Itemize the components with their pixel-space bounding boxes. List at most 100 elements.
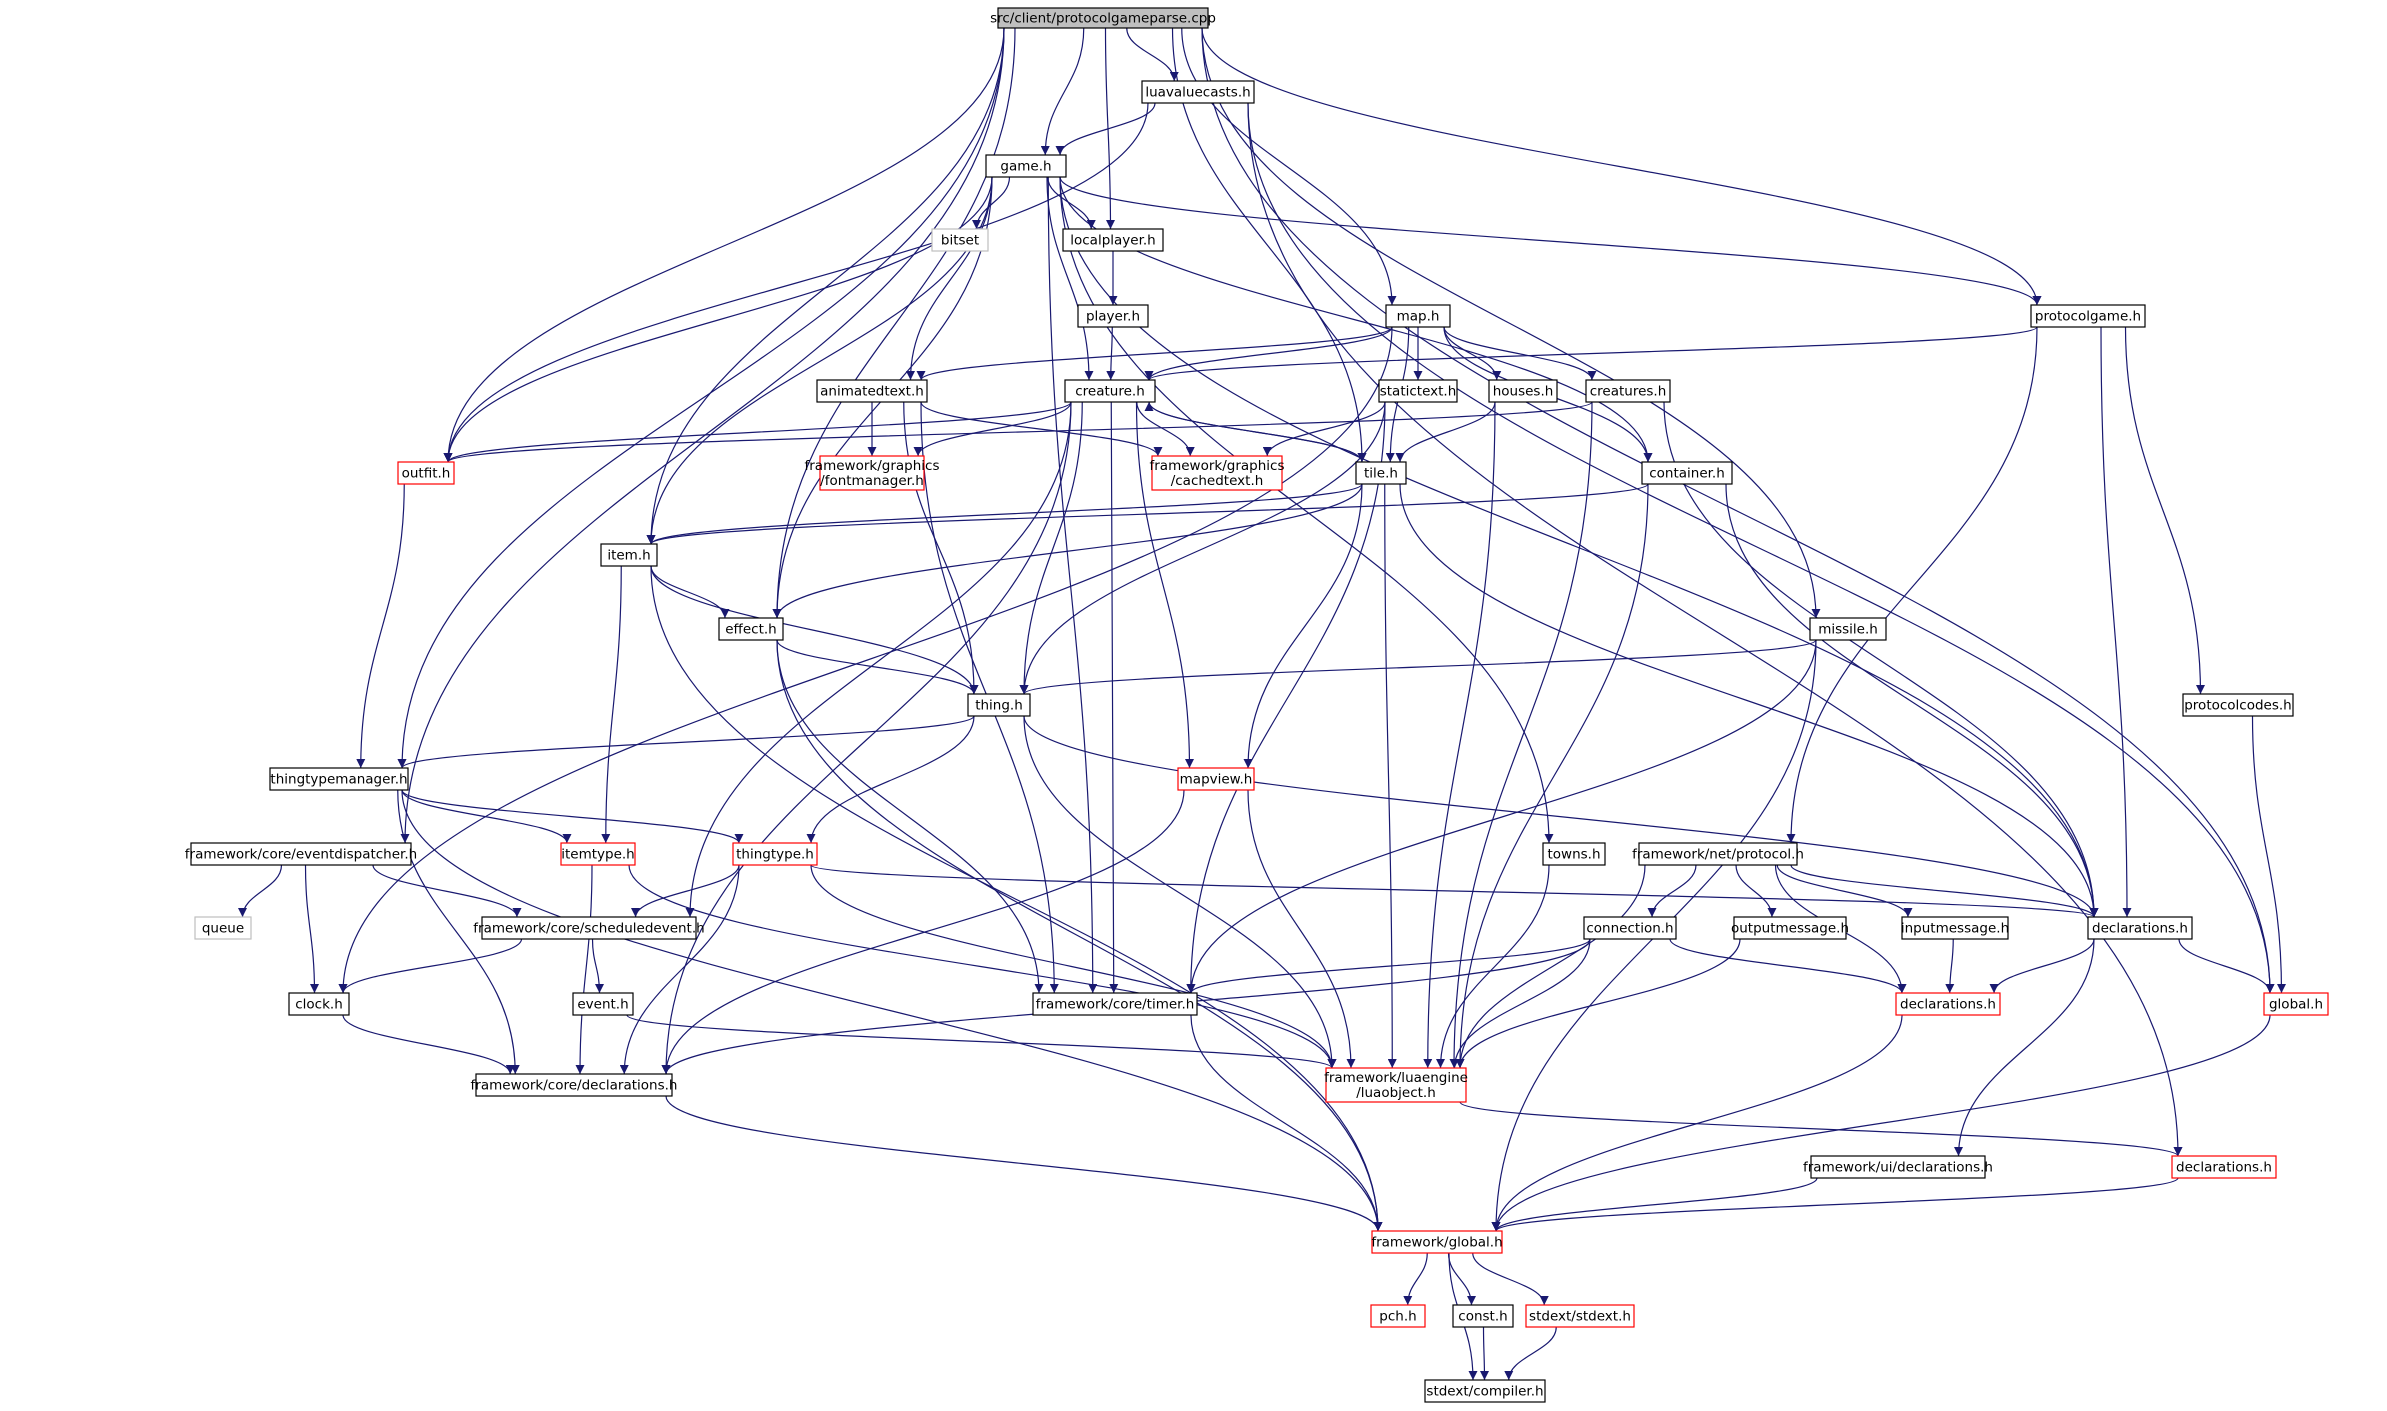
node-label-maph: map.h bbox=[1397, 309, 1440, 325]
node-stdext[interactable]: stdext/stdext.h bbox=[1525, 1304, 1635, 1328]
node-fontmanager[interactable]: framework/graphics/fontmanager.h bbox=[805, 455, 940, 491]
edge-root-to-item bbox=[646, 27, 1005, 545]
edge-luavaluecasts-to-outfit bbox=[443, 102, 1149, 463]
node-globalh[interactable]: global.h bbox=[2263, 992, 2329, 1016]
edge-thingtypemanager-to-itemtype bbox=[401, 789, 572, 844]
node-localplayer[interactable]: localplayer.h bbox=[1062, 228, 1164, 252]
node-connection[interactable]: connection.h bbox=[1583, 916, 1677, 940]
node-declarations[interactable]: declarations.h bbox=[2087, 916, 2193, 940]
node-mapview[interactable]: mapview.h bbox=[1177, 767, 1255, 791]
node-thingtypemanager[interactable]: thingtypemanager.h bbox=[269, 767, 409, 791]
node-box-container bbox=[1641, 461, 1733, 485]
node-box-luavaluecasts bbox=[1141, 80, 1255, 104]
edge-netprotocol-to-inputmessage bbox=[1776, 864, 1913, 918]
edge-item-to-fwglobal bbox=[650, 565, 1383, 1232]
edge-thingtypemanager-to-fwglobal bbox=[401, 789, 1383, 1232]
node-box-creature bbox=[1064, 379, 1156, 403]
node-label-effect: effect.h bbox=[725, 622, 776, 638]
node-timer[interactable]: framework/core/timer.h bbox=[1032, 992, 1198, 1016]
node-maph[interactable]: map.h bbox=[1385, 304, 1451, 328]
node-protocolgame[interactable]: protocolgame.h bbox=[2030, 304, 2146, 328]
node-thingtype[interactable]: thingtype.h bbox=[732, 842, 818, 866]
node-label-item: item.h bbox=[607, 548, 650, 564]
node-itemtype[interactable]: itemtype.h bbox=[560, 842, 636, 866]
edge-tile-to-luaobject bbox=[1384, 483, 1397, 1069]
node-label-eventh: event.h bbox=[577, 997, 628, 1013]
node-item[interactable]: item.h bbox=[600, 543, 658, 567]
node-cachedtext[interactable]: framework/graphics/cachedtext.h bbox=[1150, 455, 1285, 491]
node-container[interactable]: container.h bbox=[1641, 461, 1733, 485]
node-protocolcodes[interactable]: protocolcodes.h bbox=[2182, 693, 2294, 717]
node-bitset[interactable]: bitset bbox=[931, 228, 989, 252]
node-box-timer bbox=[1032, 992, 1198, 1016]
node-luaobject[interactable]: framework/luaengine/luaobject.h bbox=[1324, 1067, 1468, 1103]
edge-container-to-declarations bbox=[1725, 483, 2099, 918]
edge-thing-to-luaobject bbox=[1023, 715, 1337, 1069]
node-box-clock bbox=[288, 992, 350, 1016]
node-box-eventdispatcher bbox=[190, 842, 412, 866]
node-queue[interactable]: queue bbox=[194, 916, 252, 940]
node-netprotocol[interactable]: framework/net/protocol.h bbox=[1632, 842, 1804, 866]
edge-playerh-to-creature bbox=[1106, 326, 1116, 381]
edge-eventh-to-luaobject bbox=[626, 1014, 1337, 1069]
node-box-missile bbox=[1809, 617, 1887, 641]
node-label-consth: const.h bbox=[1458, 1309, 1507, 1325]
node-creatures[interactable]: creatures.h bbox=[1585, 379, 1671, 403]
node-box-pch bbox=[1370, 1304, 1426, 1328]
edge-houses-to-tile bbox=[1395, 401, 1496, 463]
node-box-consth bbox=[1452, 1304, 1514, 1328]
edge-creatures-to-outfit bbox=[443, 401, 1593, 463]
node-gameh[interactable]: game.h bbox=[985, 154, 1067, 178]
node-pch[interactable]: pch.h bbox=[1370, 1304, 1426, 1328]
node-consth[interactable]: const.h bbox=[1452, 1304, 1514, 1328]
edge-root-to-maph bbox=[1181, 27, 1397, 306]
node-label-uidecl: framework/ui/declarations.h bbox=[1803, 1160, 1993, 1176]
node-clock[interactable]: clock.h bbox=[288, 992, 350, 1016]
node-tile[interactable]: tile.h bbox=[1355, 461, 1407, 485]
node-eventdispatcher[interactable]: framework/core/eventdispatcher.h bbox=[185, 842, 417, 866]
node-label-itemtype: itemtype.h bbox=[561, 847, 635, 863]
node-box-item bbox=[600, 543, 658, 567]
node-label-timer: framework/core/timer.h bbox=[1036, 997, 1195, 1013]
node-box-creatures bbox=[1585, 379, 1671, 403]
node-outputmessage[interactable]: outputmessage.h bbox=[1731, 916, 1849, 940]
edge-gameh-to-container bbox=[1059, 176, 1653, 463]
node-towns[interactable]: towns.h bbox=[1542, 842, 1606, 866]
node-inputmessage[interactable]: inputmessage.h bbox=[1901, 916, 2009, 940]
node-eventh[interactable]: event.h bbox=[572, 992, 634, 1016]
node-coredecl[interactable]: framework/core/declarations.h bbox=[471, 1073, 678, 1097]
edge-declred-to-fwglobal bbox=[1491, 1014, 1903, 1232]
node-label-luavaluecasts: luavaluecasts.h bbox=[1145, 85, 1250, 101]
node-animatedtext[interactable]: animatedtext.h bbox=[816, 379, 928, 403]
node-thing[interactable]: thing.h bbox=[967, 693, 1031, 717]
node-box-gameh bbox=[985, 154, 1067, 178]
node-fwglobal[interactable]: framework/global.h bbox=[1371, 1230, 1503, 1254]
node-label-statictext: statictext.h bbox=[1380, 384, 1457, 400]
edge-protocolgame-to-protocolcodes bbox=[2124, 326, 2205, 695]
edge-connection-to-luaobject bbox=[1450, 938, 1591, 1069]
edge-item-to-thing bbox=[650, 565, 979, 695]
node-decl3[interactable]: declarations.h bbox=[2171, 1155, 2277, 1179]
node-declred[interactable]: declarations.h bbox=[1895, 992, 2001, 1016]
node-effect[interactable]: effect.h bbox=[718, 617, 784, 641]
edge-declarations-to-uidecl bbox=[1954, 938, 2095, 1157]
node-outfit[interactable]: outfit.h bbox=[397, 461, 455, 485]
edge-inputmessage-to-declred bbox=[1945, 938, 1955, 994]
node-scheduledevent[interactable]: framework/core/scheduledevent.h bbox=[473, 916, 705, 940]
node-compiler[interactable]: stdext/compiler.h bbox=[1424, 1379, 1546, 1403]
node-luavaluecasts[interactable]: luavaluecasts.h bbox=[1141, 80, 1255, 104]
edge-netprotocol-to-declarations bbox=[1790, 864, 2099, 918]
node-houses[interactable]: houses.h bbox=[1488, 379, 1558, 403]
node-box-thingtype bbox=[732, 842, 818, 866]
node-missile[interactable]: missile.h bbox=[1809, 617, 1887, 641]
node-label-scheduledevent: framework/core/scheduledevent.h bbox=[473, 921, 704, 937]
edge-houses-to-luaobject bbox=[1423, 401, 1496, 1069]
node-uidecl[interactable]: framework/ui/declarations.h bbox=[1803, 1155, 1993, 1179]
edge-netprotocol-to-luaobject bbox=[1455, 864, 1646, 1069]
edge-creature-to-timer bbox=[1109, 401, 1119, 994]
node-playerh[interactable]: player.h bbox=[1077, 304, 1149, 328]
node-label-eventdispatcher: framework/core/eventdispatcher.h bbox=[185, 847, 417, 863]
node-creature[interactable]: creature.h bbox=[1064, 379, 1156, 403]
node-statictext[interactable]: statictext.h bbox=[1378, 379, 1458, 403]
